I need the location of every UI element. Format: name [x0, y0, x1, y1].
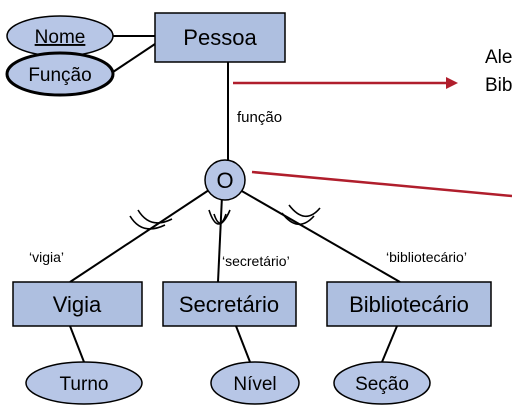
- attribute-nivel-label: Nível: [233, 374, 276, 395]
- attribute-secao-label: Seção: [355, 374, 409, 395]
- line-bibliotecario-secao: [381, 325, 398, 363]
- entity-vigia-label: Vigia: [53, 292, 102, 317]
- specialization-circle: [204, 159, 246, 201]
- defining-attribute-label: função: [237, 109, 282, 126]
- line-spec-vigia: [69, 187, 213, 283]
- entity-pessoa-label: Pessoa: [183, 25, 257, 50]
- entity-bibliotecario-label: Bibliotecário: [349, 292, 469, 317]
- annotation-text-1: Ale: [485, 47, 512, 68]
- entity-secretario: [162, 281, 297, 327]
- line-spec-bibliotecario: [239, 189, 401, 283]
- condition-bibliotecario: ‘bibliotecário’: [386, 249, 467, 265]
- specialization-symbol: O: [216, 168, 233, 193]
- subset-symbol-bibliotecario-inner: [281, 212, 315, 226]
- subset-symbol-bibliotecario: [288, 204, 321, 218]
- attribute-funcao-label: Função: [28, 65, 91, 86]
- line-spec-secretario: [217, 195, 223, 283]
- attribute-funcao: [5, 51, 115, 97]
- connection-lines: [69, 35, 401, 363]
- condition-secretario: ‘secretário’: [222, 253, 290, 269]
- attribute-turno: [25, 361, 143, 405]
- entity-secretario-label: Secretário: [179, 292, 279, 317]
- annotation-text-2: Bib: [485, 75, 512, 96]
- annotation-arrows: [233, 77, 512, 198]
- subset-symbol-secretario: [208, 209, 231, 225]
- subset-symbol-vigia: [129, 215, 166, 230]
- line-vigia-turno: [69, 325, 85, 363]
- subset-symbol-vigia-inner: [137, 209, 173, 224]
- entity-bibliotecario: [326, 281, 492, 327]
- entity-pessoa: [154, 12, 286, 63]
- attribute-turno-label: Turno: [60, 374, 109, 395]
- line-funcao-pessoa: [112, 43, 156, 73]
- arrow-line-2: [251, 170, 512, 198]
- attribute-secao: [333, 361, 431, 405]
- attribute-nivel: [210, 361, 300, 405]
- attribute-nome-label: Nome: [35, 27, 86, 48]
- subset-symbol-secretario-inner: [213, 213, 227, 224]
- line-secretario-nivel: [235, 325, 251, 363]
- entity-vigia: [12, 281, 143, 327]
- arrow-head-1: [446, 77, 458, 89]
- subset-symbols: [129, 204, 321, 230]
- condition-vigia: ‘vigia’: [29, 249, 64, 265]
